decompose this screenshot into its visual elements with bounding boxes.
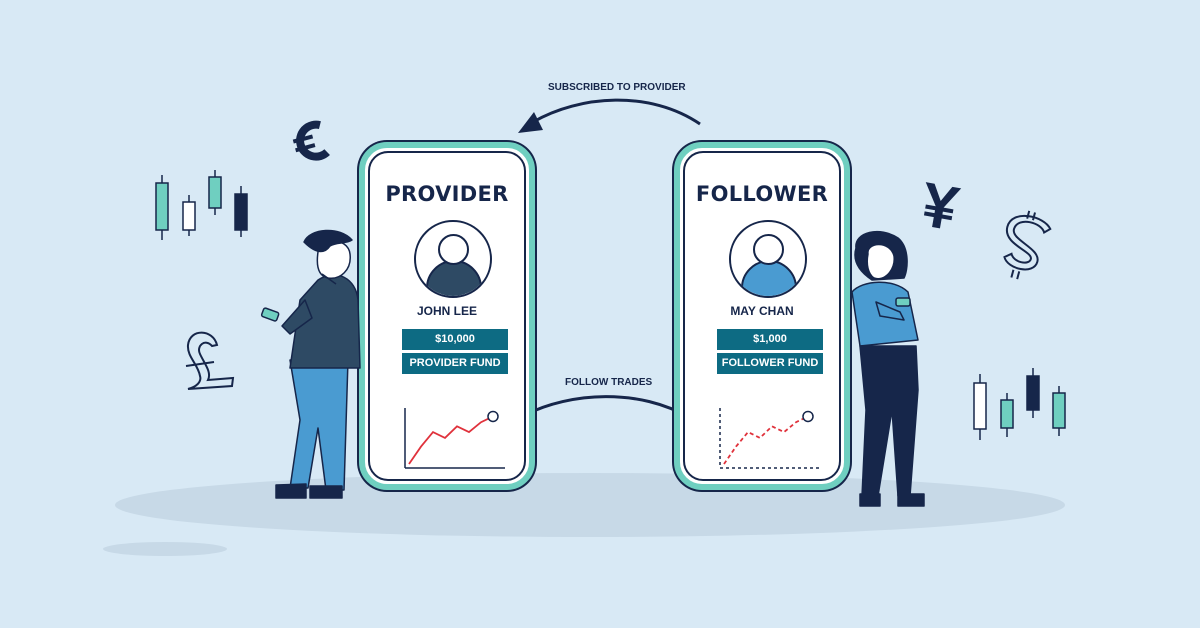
provider-trend-line <box>408 415 494 465</box>
candlestick-icon-left <box>155 170 248 240</box>
follower-phone: FOLLOWER MAY CHAN $1,000 FOLLOWER FUND <box>674 142 850 490</box>
small-ground-shadow <box>103 542 227 556</box>
follower-trend-end-marker <box>802 410 814 423</box>
provider-phone: PROVIDER JOHN LEE $10,000 PROVIDER FUND <box>359 142 535 490</box>
ground-shadow <box>115 473 1065 537</box>
provider-fund-amount: $10,000 <box>402 329 508 350</box>
provider-avatar <box>414 220 492 298</box>
follower-title: FOLLOWER <box>695 182 829 206</box>
provider-name: JOHN LEE <box>416 304 477 318</box>
follower-phone-screen <box>683 151 841 481</box>
provider-fund-label: PROVIDER FUND <box>402 353 508 374</box>
provider-trend-end-marker <box>487 410 499 423</box>
candlestick-icon-right <box>973 368 1066 440</box>
subscribed-arrow <box>518 98 701 133</box>
follower-trend-line <box>723 415 809 465</box>
euro-icon <box>292 120 330 161</box>
subscribed-label: SUBSCRIBED TO PROVIDER <box>548 82 686 93</box>
follower-fund-amount: $1,000 <box>717 329 823 350</box>
follower-fund-label: FOLLOWER FUND <box>717 353 823 374</box>
follower-avatar-head <box>753 234 784 265</box>
provider-phone-screen <box>368 151 526 481</box>
pound-icon <box>185 331 235 390</box>
follower-chart <box>719 408 820 469</box>
follower-name: MAY CHAN <box>730 304 794 318</box>
follow-trades-label: FOLLOW TRADES <box>565 377 653 388</box>
provider-chart <box>404 408 505 469</box>
yen-icon <box>923 182 962 229</box>
follower-avatar <box>729 220 807 298</box>
provider-avatar-head <box>438 234 469 265</box>
provider-title: PROVIDER <box>385 182 509 206</box>
dollar-icon <box>1003 210 1052 280</box>
